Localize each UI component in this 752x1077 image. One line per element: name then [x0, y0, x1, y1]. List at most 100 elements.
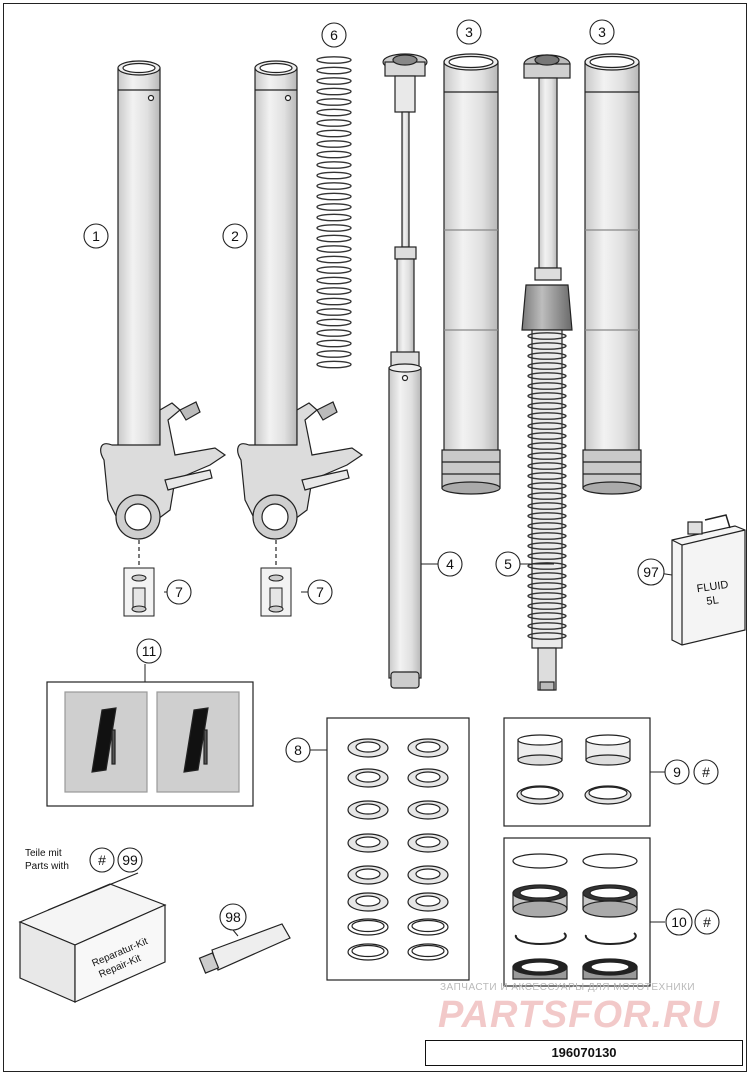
spring-coil — [316, 350, 352, 358]
outer-tube-2 — [237, 60, 364, 570]
spring-coil — [316, 87, 352, 96]
shim-ring-hole — [355, 803, 381, 815]
spring-coil — [316, 213, 352, 222]
spring-coil — [527, 572, 567, 580]
fork-oil-can-97 — [671, 514, 746, 646]
shim-ring-hole — [355, 771, 381, 783]
callout-6: 6 — [330, 27, 338, 43]
spring-coil — [527, 332, 567, 340]
callout-10: 10 — [671, 914, 687, 930]
spring-coil — [527, 532, 567, 540]
callout-1: 1 — [92, 228, 100, 244]
spring-coil — [316, 360, 352, 369]
spring-coil — [316, 245, 352, 253]
spring-coil — [316, 297, 352, 306]
cartridge-5-spring — [527, 332, 567, 640]
spring-coil — [316, 77, 352, 85]
shim-ring-hole — [415, 741, 441, 753]
spring-coil — [527, 422, 567, 430]
spring-coil — [316, 318, 352, 327]
spring-coil — [316, 150, 352, 159]
shim-ring-hole — [415, 868, 441, 880]
spring-coil — [527, 412, 567, 420]
spring-coil — [316, 224, 352, 232]
spring-coil — [316, 203, 352, 211]
watermark-tagline: ЗАПЧАСТИ И АКСЕССУАРЫ ДЛЯ МОТОТЕХНИКИ — [440, 982, 696, 993]
spring-coil — [316, 108, 352, 117]
spring-coil — [527, 482, 567, 490]
spring-coil — [527, 442, 567, 450]
spring-coil — [527, 392, 567, 400]
decal-set-11 — [46, 681, 254, 807]
shim-ring-hole — [355, 836, 381, 848]
spring-coil — [316, 129, 352, 138]
spring-coil — [527, 522, 567, 530]
spring-coil — [316, 329, 352, 337]
spring-coil — [316, 266, 352, 274]
callout-10-hash: # — [703, 914, 711, 930]
fluid-volume: 5L — [706, 594, 720, 608]
callout-7b: 7 — [316, 584, 324, 600]
repair-kit-box — [18, 872, 167, 1003]
shim-ring-hole — [411, 919, 445, 933]
outer-tube-1 — [100, 60, 227, 570]
drawing-frame — [3, 3, 747, 1072]
spring-coil — [527, 612, 567, 620]
fork-spring-6 — [316, 56, 352, 369]
shim-ring-hole — [351, 919, 385, 933]
inner-tube-3b — [582, 53, 642, 495]
shim-ring-hole — [355, 895, 381, 907]
callout-labels: 1 2 6 3 3 4 5 7 7 97 11 8 9 # 10 # # 99 … — [92, 24, 711, 930]
parts-with-legend: Teile mit Parts with — [25, 847, 69, 873]
spring-coil — [316, 161, 352, 169]
fluid-text: FLUID — [696, 579, 729, 595]
spring-coil — [527, 382, 567, 390]
spring-coil — [316, 287, 352, 295]
spring-coil — [316, 182, 352, 190]
spring-coil — [527, 472, 567, 480]
inner-tube-3a — [441, 53, 501, 495]
callout-8: 8 — [294, 742, 302, 758]
spring-coil — [527, 372, 567, 380]
legend-line-en: Parts with — [25, 861, 69, 872]
spring-coil — [527, 342, 567, 350]
spring-coil — [316, 234, 352, 243]
callout-7a: 7 — [175, 584, 183, 600]
spring-coil — [527, 622, 567, 630]
callout-5: 5 — [504, 556, 512, 572]
spring-coil — [527, 582, 567, 590]
callout-3a: 3 — [465, 24, 473, 40]
shim-ring-hole — [415, 803, 441, 815]
spring-coil — [316, 308, 352, 316]
shim-ring-hole — [415, 836, 441, 848]
spring-coil — [527, 602, 567, 610]
spring-coil — [527, 362, 567, 370]
spring-coil — [316, 255, 352, 264]
spring-coil — [527, 452, 567, 460]
spring-coil — [527, 562, 567, 570]
bleed-screw-7b — [260, 567, 292, 617]
spring-coil — [316, 276, 352, 285]
callout-99: 99 — [122, 852, 138, 868]
shim-ring-hole — [415, 895, 441, 907]
bleed-screw-7a — [123, 567, 155, 617]
spring-coil — [527, 552, 567, 560]
spring-coil — [527, 512, 567, 520]
spring-coil — [527, 542, 567, 550]
spring-coil — [527, 462, 567, 470]
fluid-can-label: FLUID 5L — [696, 579, 729, 608]
spring-coil — [527, 432, 567, 440]
callout-9: 9 — [673, 764, 681, 780]
callout-3b: 3 — [598, 24, 606, 40]
spring-coil — [316, 339, 352, 348]
callout-4: 4 — [446, 556, 454, 572]
callout-circles — [83, 19, 720, 936]
seal-kit-10 — [503, 837, 651, 987]
spring-coil — [527, 632, 567, 640]
callout-99-hash: # — [98, 852, 106, 868]
shim-ring-hole — [351, 944, 385, 958]
shim-ring-hole — [355, 868, 381, 880]
grease-tube-98 — [198, 923, 291, 974]
